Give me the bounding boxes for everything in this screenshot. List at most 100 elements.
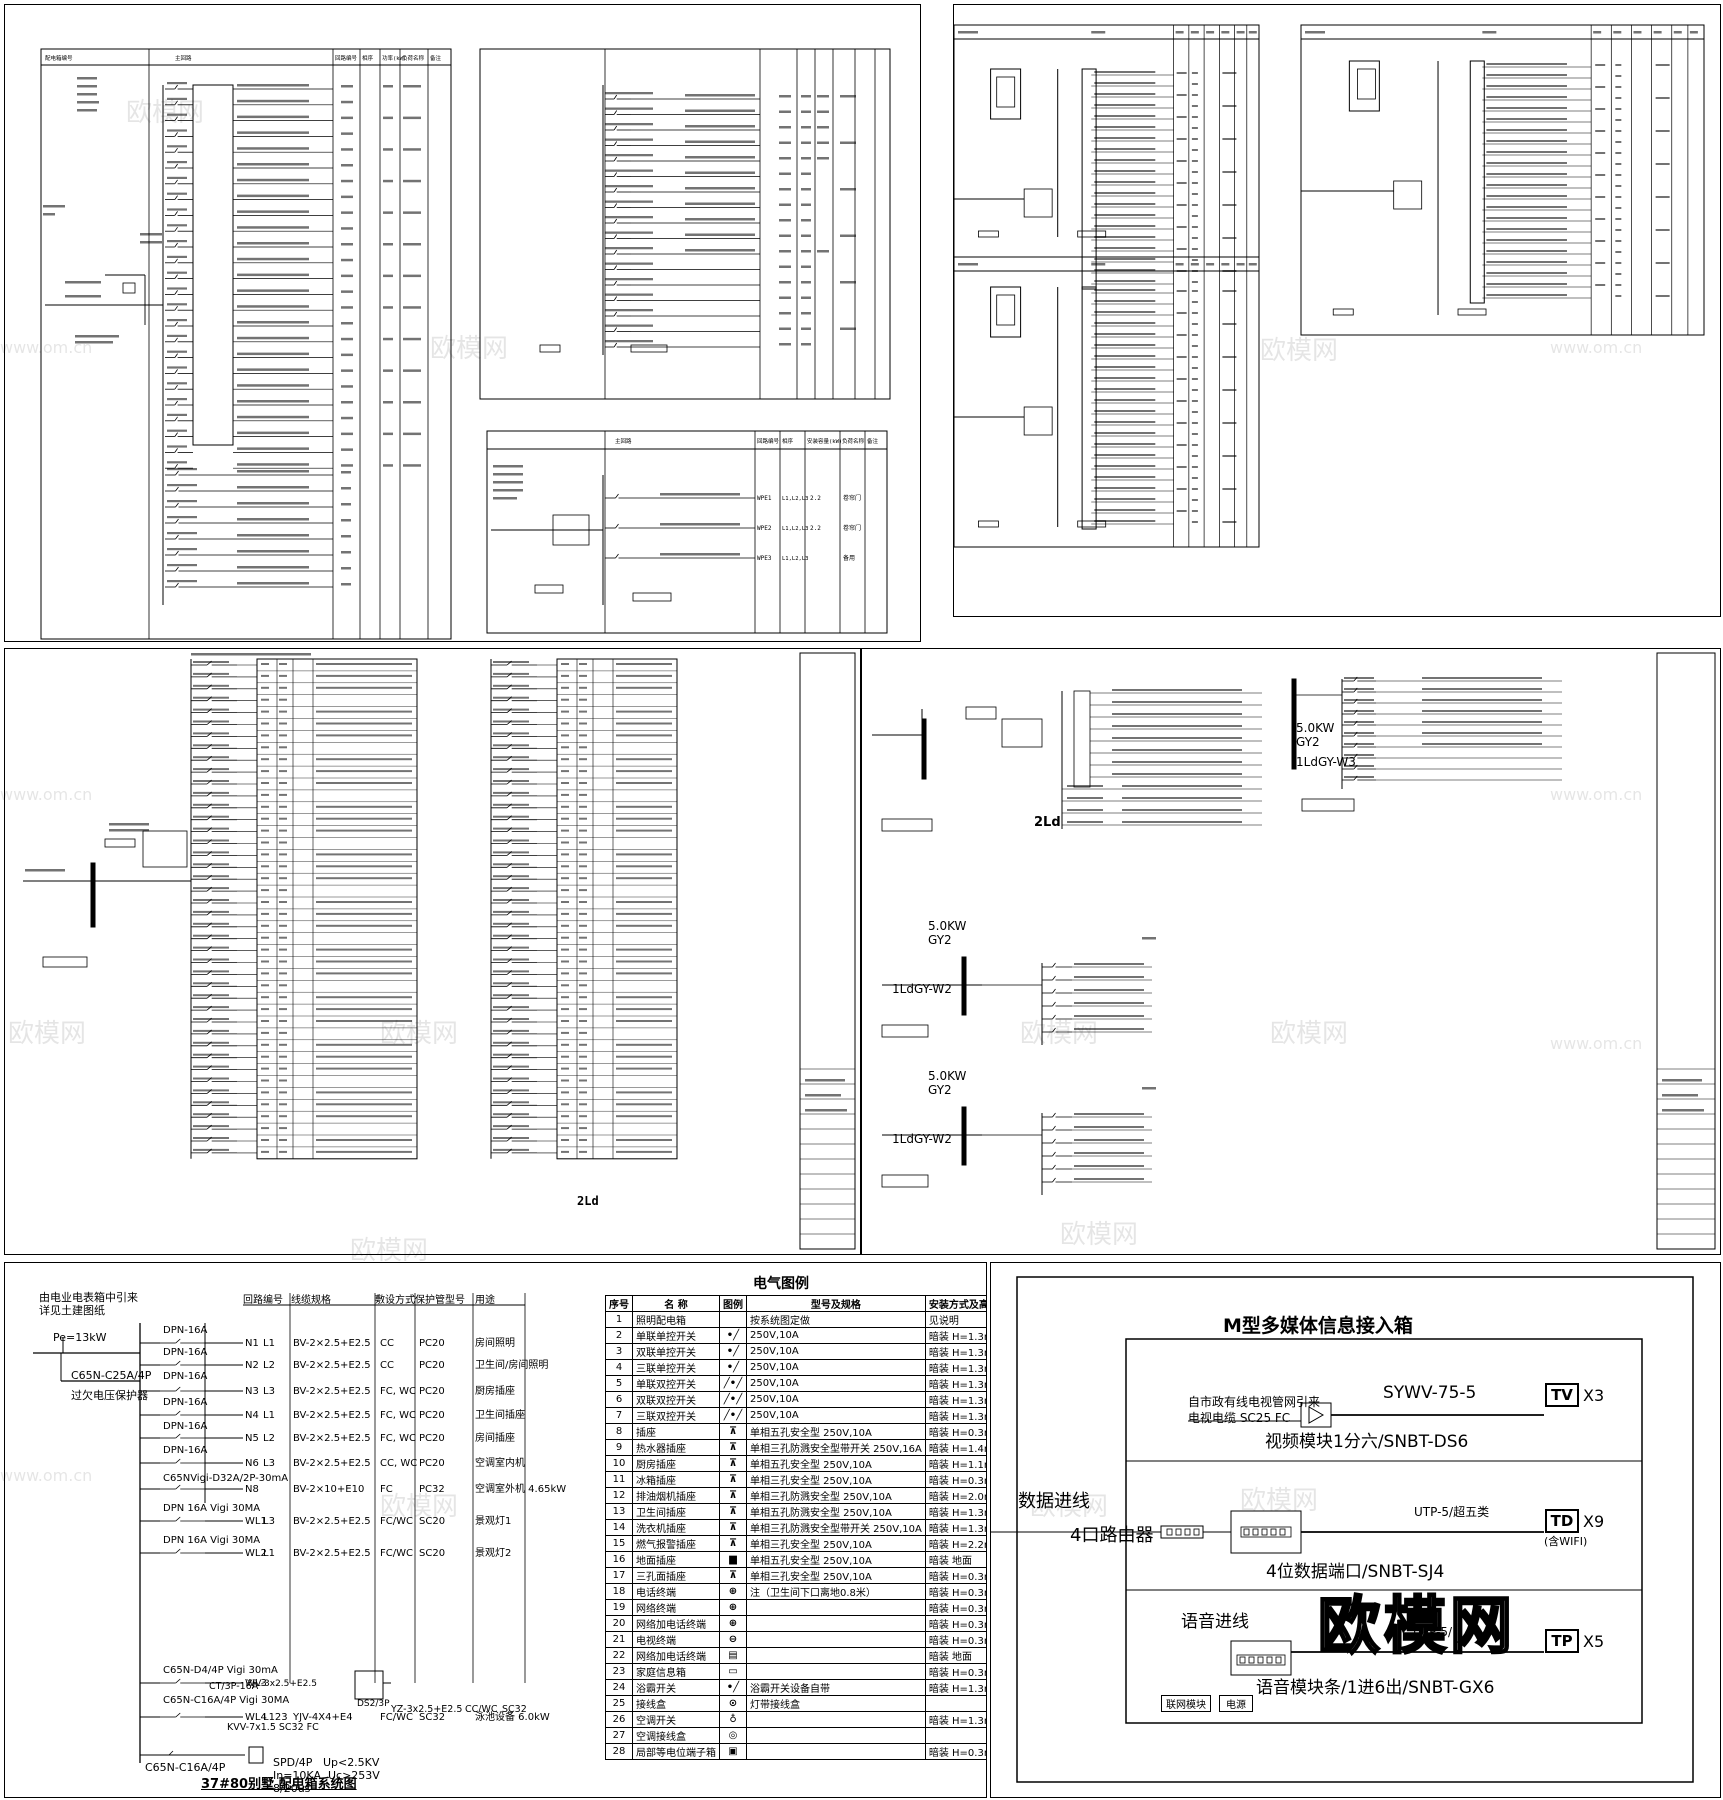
cad-annotation [279,924,287,927]
cad-annotation [279,1043,287,1046]
branch-breaker [174,432,178,437]
cad-annotation [1094,388,1156,390]
gy-label-3: 5.0KW GY2 [1296,721,1334,749]
breaker-label: C65NVigi-D32A/2P-30mA [163,1473,288,1484]
voice-module [1230,1640,1292,1676]
circuit-code: N1 [245,1338,259,1349]
column-header: 敷设方式 [375,1293,415,1306]
cad-annotation [561,877,569,880]
legend-cell-sym: ⊼ [719,1519,747,1536]
legend-cell-mount: 见说明 [924,1311,986,1328]
cad-annotation [493,732,529,735]
cad-annotation [493,1113,529,1116]
legend-cell-name: 三联单控开关 [632,1359,720,1376]
spd-wave: 8/20us [273,1782,311,1795]
cad-annotation [1074,1165,1144,1167]
cad-annotation [579,817,587,820]
cad-annotation [1486,261,1567,263]
cad-annotation [561,829,569,832]
cad-annotation [65,295,101,298]
cad-annotation [1595,174,1606,176]
cad-annotation [383,243,393,246]
cad-annotation [341,179,353,183]
cad-annotation [167,500,197,503]
cad-annotation [779,265,791,268]
cad-annotation [561,734,569,737]
cad-annotation [383,401,393,404]
cad-annotation [1422,721,1542,723]
breaker-label: DPN-16A [163,1371,208,1382]
conduit-size: PC20 [419,1410,445,1421]
cad-annotation [579,805,587,808]
branch-breaker [175,550,179,556]
cad-annotation [579,782,587,784]
cad-annotation [1422,743,1542,745]
cad-annotation [261,901,269,903]
branch-breaker [174,290,178,295]
legend-cell-no: 13 [605,1503,633,1520]
legend-cell-no: 20 [605,1615,633,1632]
cable-spec: BV-2×2.5+E2.5 [293,1360,371,1371]
cad-annotation [616,924,672,927]
circuit-code: N6 [245,1458,259,1469]
cad-annotation [279,686,287,689]
cad-annotation [605,247,653,250]
cad-annotation [1191,182,1198,184]
cad-annotation [261,782,269,784]
cad-annotation [616,960,672,963]
cad-annotation [1122,821,1242,823]
cad-annotation [261,936,269,939]
cad-annotation [261,1067,269,1070]
cad-annotation [801,343,811,346]
meter-box [122,282,136,294]
cad-annotation [1191,237,1198,239]
cad-annotation [779,188,791,191]
cad-annotation [493,922,529,925]
cad-annotation [261,734,269,737]
cad-annotation [685,140,755,143]
load-use: 泳池设备 6.0kW [475,1710,550,1723]
legend-cell-no: 16 [605,1551,633,1568]
branch-breaker [174,147,178,153]
legend-cell-name: 地面插座 [632,1551,720,1568]
port [1257,1656,1264,1664]
cad-annotation [140,233,162,236]
cad-annotation [493,1065,529,1068]
cad-annotation [193,910,229,913]
cad-annotation [167,366,187,369]
data-in-label: 数据进线 [1018,1491,1090,1512]
cad-annotation [341,416,353,420]
cad-annotation [1486,85,1567,87]
conduit-size: PC20 [419,1386,445,1397]
cad-annotation [237,502,309,505]
cad-annotation [1094,476,1156,478]
branch-breaker [613,234,618,239]
cad-annotation [1655,295,1670,297]
cad-annotation [1094,236,1156,238]
legend-cell-spec: 单相五孔安全型 250V,10A [746,1423,926,1440]
cable-spec: BV-2×2.5+E2.5 [293,1338,371,1349]
cad-annotation [1191,389,1198,391]
cad-annotation [316,1139,412,1141]
cad-annotation [279,984,287,987]
router-port [1166,1528,1173,1536]
legend-col-no: 序号 [605,1295,633,1312]
cad-annotation [1094,225,1156,227]
cad-annotation [1615,75,1622,77]
cad-annotation [1615,251,1622,253]
legend-cell-mount: 暗装 H=1.3m [924,1519,986,1536]
header-cell: 备注 [867,437,879,445]
legend-cell-spec: 单相三孔安全型 250V,10A [746,1535,926,1552]
cad-annotation [616,710,672,713]
legend-cell-name: 双联单控开关 [632,1343,720,1360]
cad-annotation [193,851,229,854]
cad-annotation [1486,162,1567,164]
cad-annotation [261,1115,269,1118]
legend-cell-spec: 单相五孔安全型 250V,10A [746,1551,926,1568]
cad-annotation [616,829,672,832]
cad-annotation [1344,721,1374,723]
branch-breaker [615,553,619,559]
legend-cell-no: 5 [605,1375,633,1392]
cad-annotation [493,815,529,818]
cad-annotation [1236,263,1245,266]
